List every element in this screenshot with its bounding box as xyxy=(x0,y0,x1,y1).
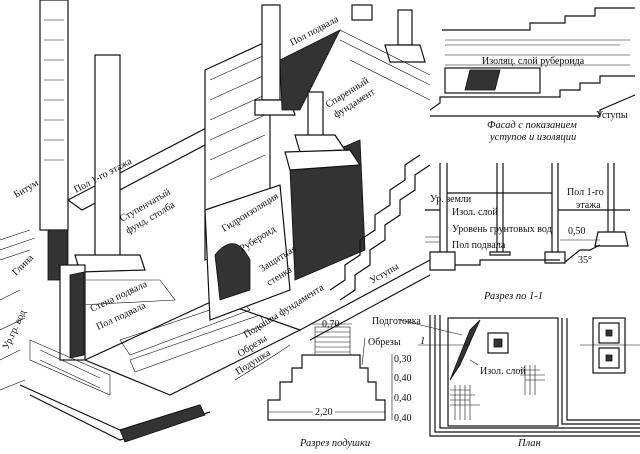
pillar xyxy=(94,54,121,266)
facade-caption-2: уступов и изоляции xyxy=(489,132,576,143)
exterior-wall xyxy=(39,0,69,231)
section-1-1-drawing: Ур. земли Изол. слой Уровень грунтовых в… xyxy=(425,163,630,302)
plan-caption: План xyxy=(517,438,541,449)
label-izol-sloy-plan: Изол. слой xyxy=(480,366,526,377)
dim-top-width: 0,70 xyxy=(322,319,340,330)
facade-caption-1: Фасад с показанием xyxy=(487,120,577,131)
label-pol-1-etazha-section: Пол 1-го xyxy=(567,187,604,198)
label-podgotovka: Подготовка xyxy=(372,316,421,327)
dim-base-width: 2,20 xyxy=(315,407,333,418)
label-bitum: Битум xyxy=(12,177,41,200)
foundation-steps xyxy=(329,154,421,291)
dim-1: 0,40 xyxy=(394,373,412,384)
cushion-bricks xyxy=(29,299,266,396)
label-uroven-vod: Уровень грунтовых вод xyxy=(452,224,552,235)
dim-3: 0,40 xyxy=(394,413,412,424)
label-obrezy-section: Обрезы xyxy=(368,337,401,348)
cushion-section-drawing: 0,70 Обрезы 0,30 0,40 0,40 0,40 2,20 Раз… xyxy=(267,319,412,449)
dim-0: 0,30 xyxy=(394,354,412,365)
plan-drawing: Подготовка 1 Изол. слой План xyxy=(372,315,640,449)
pillar-top xyxy=(261,4,281,101)
label-ur-gr-vod: Ур.гр. вод xyxy=(1,308,29,351)
facade-ustupy-label: Уступы xyxy=(596,110,628,121)
section-1-1-caption: Разрез по 1-1 xyxy=(483,291,543,302)
label-izol-sloy: Изол. слой xyxy=(452,207,498,218)
facade-izol-label: Изоляц. слой рубероида xyxy=(482,56,585,67)
label-angle: 35° xyxy=(578,255,592,266)
cushion-section-caption: Разрез подушки xyxy=(299,438,370,449)
label-glina: Глина xyxy=(10,252,36,278)
label-pol-podvala-section: Пол подвала xyxy=(452,240,506,251)
isometric-foundation-drawing xyxy=(0,0,431,443)
dim-2: 0,40 xyxy=(394,393,412,404)
label-dim-050: 0,50 xyxy=(568,226,586,237)
label-ustupy: Уступы xyxy=(368,261,401,286)
paired-pillar xyxy=(307,91,324,138)
label-etazha-section: этажа xyxy=(576,200,601,211)
section-mark: 1 xyxy=(420,336,425,347)
label-ur-zemli: Ур. земли xyxy=(430,194,472,205)
facade-drawing: Изоляц. слой рубероида Уступы Фасад с по… xyxy=(429,7,636,143)
